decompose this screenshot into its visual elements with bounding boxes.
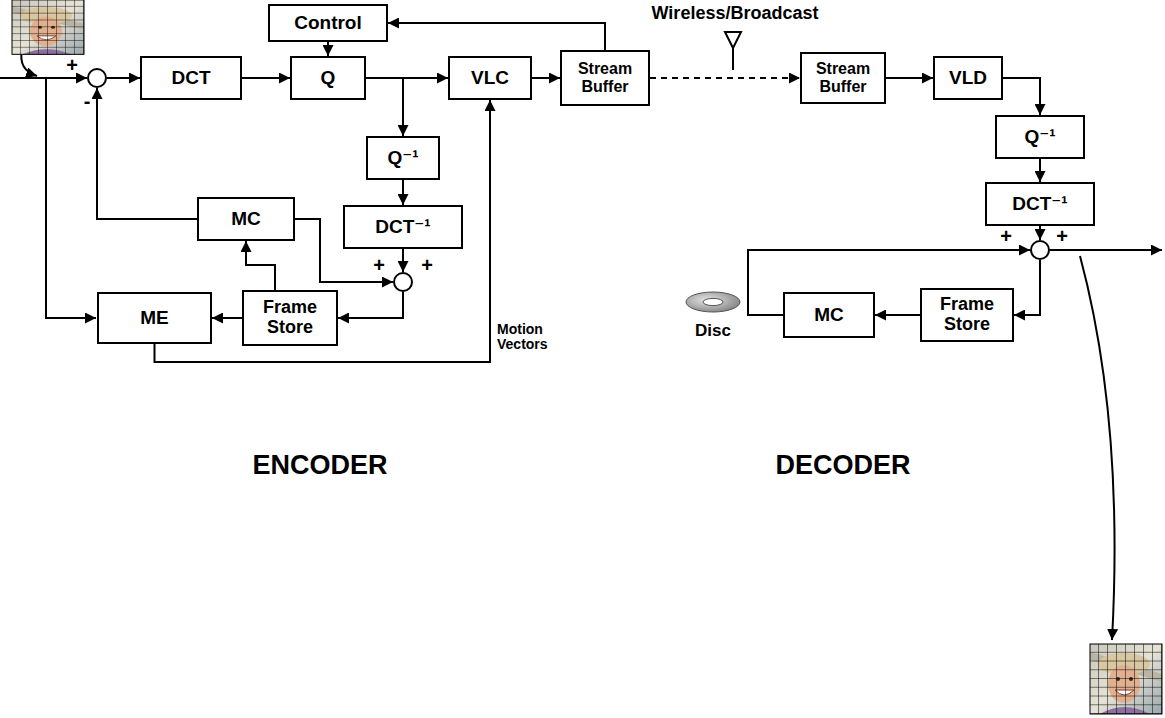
signal-arrow [1014, 260, 1040, 315]
signal-arrow [107, 77, 140, 79]
summing-junction: +- [87, 68, 107, 88]
junction-outline [393, 272, 413, 292]
process-box: Frame Store [242, 290, 338, 346]
process-box: Q⁻¹ [366, 136, 440, 180]
signal-arrow [97, 88, 197, 219]
junction-circle [394, 273, 412, 291]
box-label: Control [294, 13, 362, 34]
section-heading: ENCODER [252, 451, 387, 481]
process-box: Q [290, 56, 366, 100]
box-label: MC [231, 209, 261, 230]
process-box: ME [97, 292, 212, 344]
box-label: ME [140, 308, 169, 329]
box-label: DCT⁻¹ [1012, 194, 1067, 215]
box-label: Stream Buffer [803, 60, 883, 95]
box-label: VLD [949, 68, 987, 89]
process-box: Stream Buffer [800, 52, 886, 104]
medium-label: Disc [695, 322, 731, 341]
box-label: Stream Buffer [565, 60, 645, 95]
signal-arrow [650, 77, 800, 79]
signal-arrow [338, 292, 403, 318]
section-heading: DECODER [775, 451, 910, 481]
process-box: MC [783, 292, 875, 338]
process-box: Frame Store [920, 288, 1014, 342]
signal-arrow [875, 314, 920, 316]
junction-outline [1030, 240, 1050, 260]
box-label: DCT [171, 68, 210, 89]
input-branch-wire [46, 78, 96, 318]
output-frame-photo [1090, 644, 1162, 714]
process-box: DCT [140, 56, 242, 100]
process-box: Control [268, 4, 388, 42]
sign-label: + [66, 55, 78, 75]
output-pointer [1080, 256, 1115, 640]
medium-label: Wireless/Broadcast [652, 4, 819, 24]
box-label: Q⁻¹ [387, 148, 418, 169]
signal-arrow [886, 77, 933, 79]
disc-symbol [686, 292, 740, 312]
process-box: MC [197, 197, 295, 241]
summing-junction: ++ [1030, 240, 1050, 260]
output-wire [1050, 249, 1162, 251]
process-box: DCT⁻¹ [343, 205, 463, 249]
antenna-mast [732, 48, 734, 70]
signal-arrow [388, 23, 605, 50]
box-label: Q [321, 68, 336, 89]
signal-arrow [402, 249, 404, 272]
signal-arrow [212, 317, 242, 319]
process-box: DCT⁻¹ [985, 182, 1095, 226]
input-frame-photo [12, 0, 84, 55]
sign-label: + [421, 255, 433, 275]
signal-arrow [366, 78, 403, 136]
box-label: Q⁻¹ [1024, 127, 1055, 148]
sign-label: + [373, 255, 385, 275]
process-box: VLD [933, 56, 1003, 100]
junction-outline [87, 68, 107, 88]
signal-arrow [1039, 226, 1041, 240]
edge-label: Motion Vectors [497, 322, 563, 353]
signal-arrow [327, 42, 329, 56]
input-wire [0, 77, 87, 79]
process-box: Stream Buffer [560, 50, 650, 106]
sign-label: + [1056, 226, 1068, 246]
box-label: Frame Store [927, 295, 1007, 335]
box-label: VLC [471, 68, 509, 89]
disc-hole [703, 298, 723, 305]
antenna-symbol [725, 32, 741, 48]
signal-arrow [402, 180, 404, 205]
sign-label: - [84, 91, 91, 111]
signal-arrow [1003, 78, 1040, 115]
box-label: MC [814, 305, 844, 326]
signal-arrow [532, 77, 560, 79]
sign-label: + [1000, 226, 1012, 246]
signal-arrow [242, 77, 290, 79]
signal-arrow [1039, 159, 1041, 182]
box-label: DCT⁻¹ [375, 217, 430, 238]
junction-circle [88, 69, 106, 87]
box-label: Frame Store [250, 298, 330, 338]
junction-circle [1031, 241, 1049, 259]
process-box: Q⁻¹ [995, 115, 1085, 159]
process-box: VLC [448, 56, 532, 100]
signal-arrow [246, 241, 275, 290]
summing-junction: ++ [393, 272, 413, 292]
